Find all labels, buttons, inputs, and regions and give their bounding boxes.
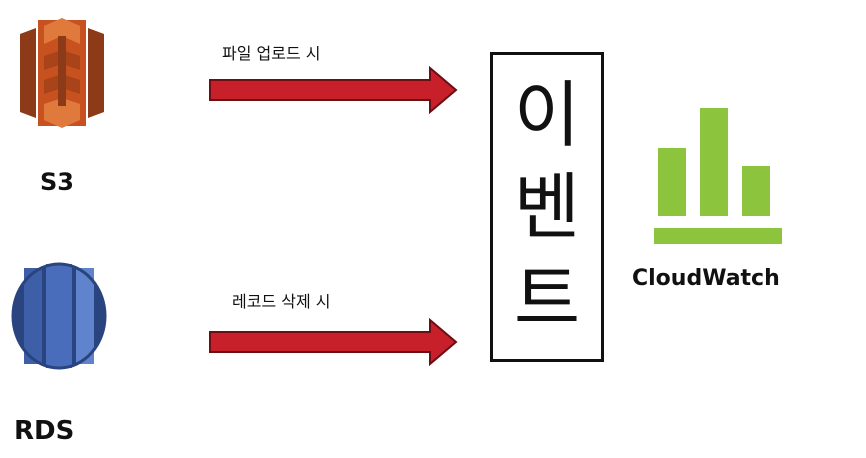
arrow-label-delete: 레코드 삭제 시 xyxy=(232,292,331,311)
arrow-upload xyxy=(209,66,458,114)
cloudwatch-icon xyxy=(654,108,782,244)
s3-label: S3 xyxy=(40,168,74,196)
aws-s3-icon xyxy=(20,18,104,128)
cloudwatch-label: CloudWatch xyxy=(632,266,780,291)
rds-label: RDS xyxy=(14,416,75,446)
event-char-3: 트 xyxy=(513,257,581,341)
event-char-2: 벤 xyxy=(513,165,581,249)
event-char-1: 이 xyxy=(513,73,581,157)
arrow-delete xyxy=(209,318,458,366)
aws-rds-icon xyxy=(11,262,107,370)
arrow-label-upload: 파일 업로드 시 xyxy=(222,44,321,63)
event-box: 이 벤 트 xyxy=(490,52,604,362)
